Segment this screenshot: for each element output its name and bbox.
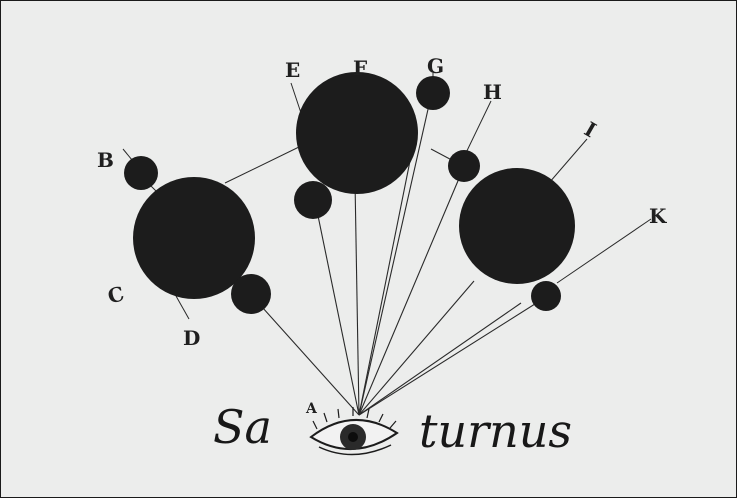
bodies (124, 72, 575, 314)
sight-line (355, 181, 359, 415)
label-line (291, 83, 301, 113)
moon-k (531, 281, 561, 311)
label-g: G (427, 54, 444, 78)
saturn-body-right (459, 168, 575, 284)
label-a: A (305, 401, 318, 417)
moon-g (416, 76, 450, 110)
eye-pupil (348, 432, 358, 442)
moon-d (231, 274, 271, 314)
label-k: K (649, 204, 667, 228)
label-i: I (580, 117, 600, 142)
label-f: F (353, 56, 367, 80)
sight-line (359, 169, 463, 415)
sight-line (359, 156, 411, 415)
word-turnus: turnus (419, 404, 572, 458)
moon-b (124, 156, 158, 190)
sight-line (253, 297, 359, 415)
label-line (463, 101, 491, 159)
moon-e (294, 181, 332, 219)
label-h: H (483, 80, 502, 104)
label-e: E (285, 58, 300, 82)
sight-line (316, 206, 359, 415)
label-line (176, 296, 189, 319)
label-c: C (105, 281, 127, 308)
label-line (225, 146, 301, 183)
label-line (549, 139, 587, 183)
sight-line (359, 297, 546, 415)
word-sa: Sa (213, 400, 272, 454)
label-b: B (97, 148, 114, 172)
saturn-body-center (296, 72, 418, 194)
eye-drawing (311, 407, 397, 455)
moon-h (448, 150, 480, 182)
label-d: D (183, 326, 200, 350)
